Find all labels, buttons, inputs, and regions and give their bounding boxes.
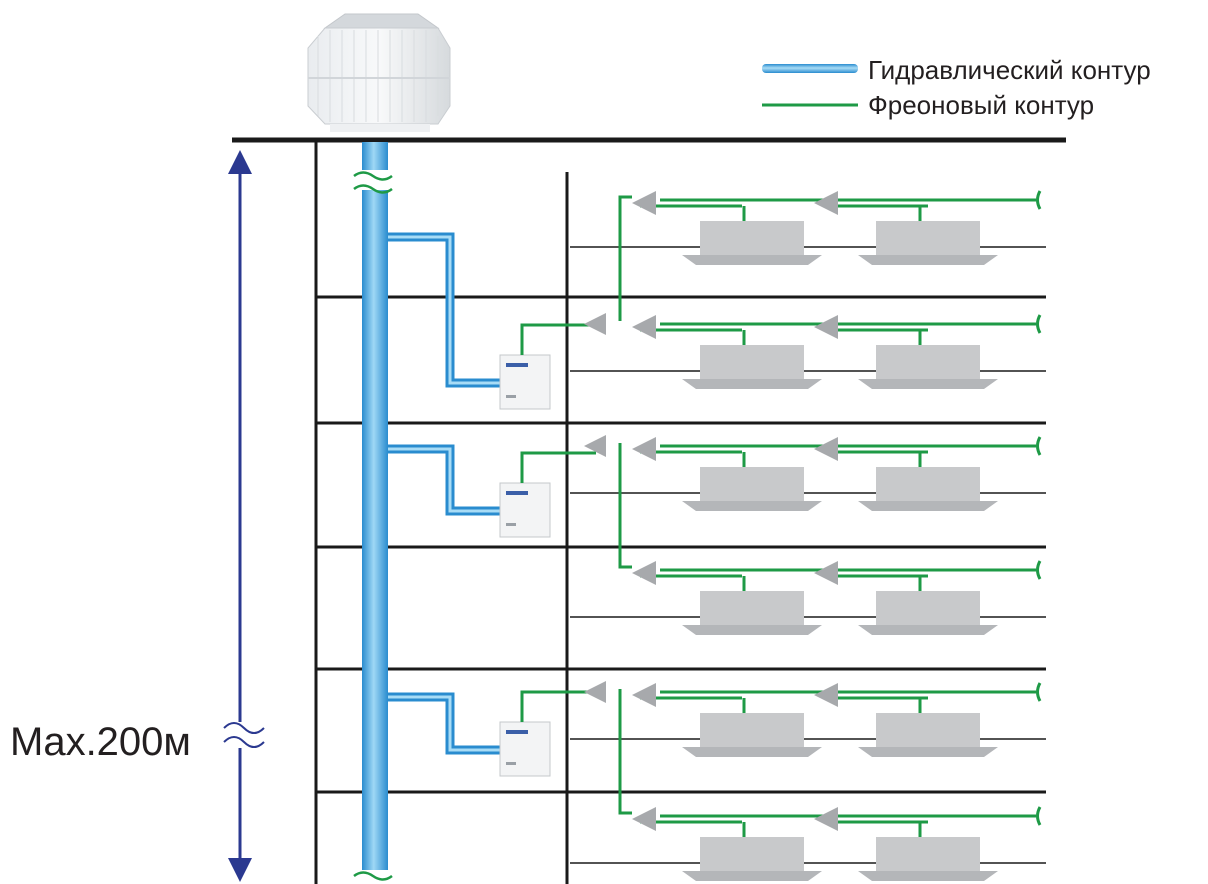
break-symbol-icon xyxy=(1038,683,1041,701)
indoor-unit xyxy=(876,345,980,379)
indoor-unit-panel xyxy=(858,255,998,265)
outdoor-unit-label xyxy=(506,395,516,398)
indoor-unit-panel xyxy=(858,379,998,389)
outdoor-unit-logo xyxy=(506,363,528,367)
indoor-unit-panel xyxy=(858,747,998,757)
refnet-branch-icon xyxy=(632,191,656,215)
refnet-branch-icon xyxy=(632,561,656,585)
indoor-unit-panel xyxy=(682,379,822,389)
freon-pipe xyxy=(522,453,596,483)
indoor-unit-panel xyxy=(682,625,822,635)
legend: Гидравлический контур Фреоновый контур xyxy=(762,55,1151,120)
refnet-branch-icon xyxy=(632,683,656,707)
arrow-down-icon xyxy=(228,858,252,882)
cooling-tower xyxy=(308,14,450,132)
height-dimension: Max.200м xyxy=(10,150,264,882)
water-branch-pipe xyxy=(388,237,500,383)
water-riser xyxy=(354,142,392,884)
indoor-unit xyxy=(700,221,804,255)
water-branch-pipe xyxy=(388,449,500,511)
indoor-unit xyxy=(876,467,980,501)
freon-riser xyxy=(620,197,632,321)
break-symbol-icon xyxy=(1038,191,1041,209)
refnet-branch-icon xyxy=(632,437,656,461)
floors xyxy=(388,191,1046,881)
freon-pipe xyxy=(522,692,596,722)
indoor-unit xyxy=(700,837,804,871)
outdoor-unit-label xyxy=(506,762,516,765)
indoor-unit-panel xyxy=(682,501,822,511)
indoor-unit xyxy=(700,467,804,501)
freon-pipe xyxy=(522,325,596,355)
break-symbol-icon xyxy=(1038,437,1041,455)
indoor-unit-panel xyxy=(682,871,822,881)
refnet-branch-icon xyxy=(814,561,838,585)
outdoor-unit-logo xyxy=(506,730,528,734)
indoor-unit xyxy=(700,713,804,747)
refnet-branch-icon xyxy=(584,681,606,703)
refnet-branch-icon xyxy=(632,315,656,339)
legend-hydraulic-label: Гидравлический контур xyxy=(868,55,1151,85)
indoor-unit-panel xyxy=(682,747,822,757)
freon-riser xyxy=(620,689,632,813)
outdoor-unit-label xyxy=(506,523,516,526)
indoor-unit xyxy=(876,591,980,625)
refnet-branch-icon xyxy=(814,437,838,461)
indoor-unit xyxy=(700,591,804,625)
indoor-unit-panel xyxy=(858,871,998,881)
indoor-unit xyxy=(876,837,980,871)
break-symbol-icon xyxy=(1038,561,1041,579)
break-symbol-icon xyxy=(1038,315,1041,333)
indoor-unit xyxy=(876,713,980,747)
legend-freon-label: Фреоновый контур xyxy=(868,90,1094,120)
arrow-up-icon xyxy=(228,150,252,174)
refnet-branch-icon xyxy=(584,313,606,335)
refnet-branch-icon xyxy=(814,315,838,339)
refnet-branch-icon xyxy=(814,807,838,831)
indoor-unit-panel xyxy=(858,625,998,635)
water-branch-pipe xyxy=(388,449,500,511)
break-symbol-icon xyxy=(1038,807,1041,825)
height-label: Max.200м xyxy=(10,720,191,764)
water-branch-pipe xyxy=(388,237,500,383)
refnet-branch-icon xyxy=(814,191,838,215)
indoor-unit-panel xyxy=(858,501,998,511)
water-branch-pipe xyxy=(388,697,500,750)
indoor-unit xyxy=(876,221,980,255)
legend-hydraulic-swatch xyxy=(762,64,858,73)
water-branch-pipe xyxy=(388,697,500,750)
refnet-branch-icon xyxy=(632,807,656,831)
refnet-branch-icon xyxy=(814,683,838,707)
indoor-unit-panel xyxy=(682,255,822,265)
outdoor-unit-logo xyxy=(506,491,528,495)
indoor-unit xyxy=(700,345,804,379)
